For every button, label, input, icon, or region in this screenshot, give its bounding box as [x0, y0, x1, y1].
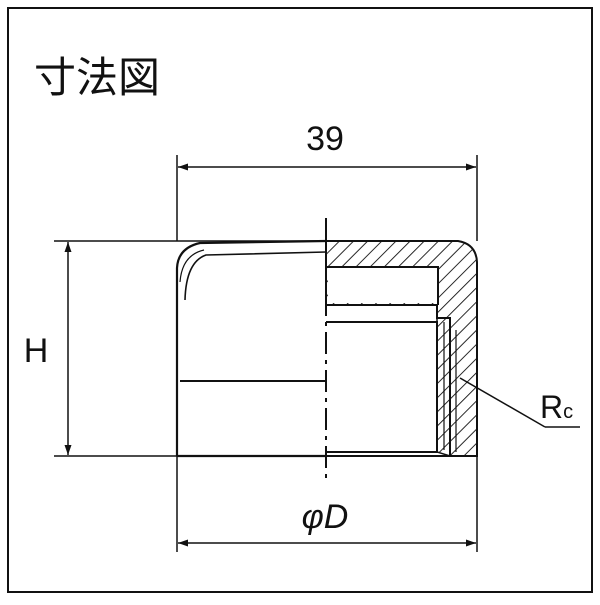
- width-dimension: 39: [176, 120, 478, 241]
- drawing-title: 寸法図: [34, 54, 160, 101]
- height-label: H: [24, 332, 49, 370]
- diameter-label: φD: [302, 498, 349, 536]
- diameter-dimension: φD: [176, 456, 478, 552]
- outer-border: [7, 7, 593, 593]
- thread-callout: Rc: [459, 377, 580, 428]
- thread-label: Rc: [540, 389, 573, 425]
- section-view: [325, 240, 478, 458]
- exterior-view: [175, 239, 327, 458]
- height-dimension: H: [24, 240, 326, 457]
- width-label: 39: [306, 120, 344, 158]
